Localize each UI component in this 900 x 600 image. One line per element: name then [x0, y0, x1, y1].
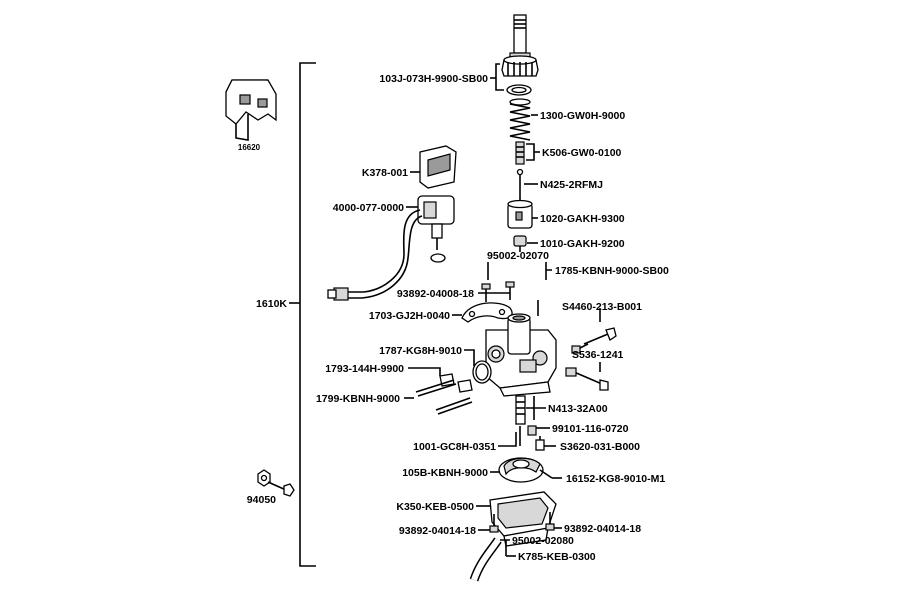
label-1785: 1785-KBNH-9000-SB00	[555, 265, 669, 277]
label-94050: 94050	[247, 494, 276, 506]
label-1001: 1001-GC8H-0351	[413, 441, 496, 453]
label-105B: 105B-KBNH-9000	[402, 467, 488, 479]
label-S3620: S3620-031-B000	[560, 441, 640, 453]
label-93892-04008: 93892-04008-18	[397, 288, 474, 300]
label-103J: 103J-073H-9900-SB00	[379, 73, 488, 85]
label-95002-02070: 95002-02070	[487, 250, 549, 262]
label-4000: 4000-077-0000	[333, 202, 404, 214]
label-N413: N413-32A00	[548, 403, 608, 415]
label-1799: 1799-KBNH-9000	[316, 393, 400, 405]
needle-seat-part-1010	[513, 235, 527, 252]
vent-tube-part-1785	[493, 260, 543, 316]
needle-jet-part-N413	[515, 395, 526, 425]
label-1020: 1020-GAKH-9300	[540, 213, 625, 225]
label-1610K: 1610K	[256, 298, 287, 310]
label-93892-04014-left: 93892-04014-18	[399, 525, 476, 537]
needle-tube-part	[509, 14, 531, 60]
label-N425: N425-2RFMJ	[540, 179, 603, 191]
o-ring-part	[430, 253, 446, 263]
leader-lines	[404, 63, 601, 557]
screws-part-93892-04014	[489, 512, 555, 533]
label-93892-04014-right: 93892-04014-18	[564, 523, 641, 535]
label-99101: 99101-116-0720	[552, 423, 629, 435]
screw-part-S4460	[571, 327, 617, 354]
label-1787: 1787-KG8H-9010	[379, 345, 462, 357]
main-jet-part-99101	[527, 425, 537, 436]
top-cap-part-103J	[501, 55, 539, 77]
auto-choke-part-4000	[327, 195, 455, 301]
label-K350: K350-KEB-0500	[396, 501, 474, 513]
label-1793: 1793-144H-9900	[325, 363, 404, 375]
assembly-bracket	[289, 62, 316, 567]
carburetor-body-part-1787	[485, 313, 557, 397]
float-bowl-part-K350	[489, 491, 557, 547]
label-K785: K785-KEB-0300	[518, 551, 596, 563]
stud-part-1799	[415, 379, 473, 415]
screw-part-S3620	[535, 436, 545, 451]
label-1010: 1010-GAKH-9200	[540, 238, 625, 250]
screw-part-S536	[565, 367, 609, 391]
washer-ring-part	[506, 84, 532, 96]
o-ring-large-part	[472, 360, 492, 384]
nut-part-94050	[257, 469, 295, 497]
label-1300: 1300-GW0H-9000	[540, 110, 625, 122]
label-S4460: S4460-213-B001	[562, 301, 642, 313]
spring-part-1300	[509, 98, 531, 141]
label-16152: 16152-KG8-9010-M1	[566, 473, 665, 485]
part-labels: 16620 94050 1610K 103J-073H-9900-SB00 13…	[238, 73, 669, 563]
needle-clip-part-K506	[515, 141, 525, 165]
jet-needle-part-N425	[516, 168, 524, 200]
float-pin-part-16152	[539, 469, 553, 479]
cover-part-16620	[225, 79, 277, 141]
label-K506: K506-GW0-0100	[542, 147, 622, 159]
drain-hose-part-K785	[469, 537, 502, 582]
choke-cap-part-K378	[419, 145, 457, 189]
screws-part-93892-04008	[481, 281, 515, 302]
label-95002-02080: 95002-02080	[512, 535, 574, 547]
plate-part-1703	[461, 302, 513, 323]
label-16620: 16620	[238, 143, 261, 152]
throttle-valve-part-1020	[507, 199, 533, 229]
float-part-105B	[498, 457, 544, 483]
label-K378: K378-001	[362, 167, 408, 179]
label-1703: 1703-GJ2H-0040	[369, 310, 450, 322]
label-S536: S536-1241	[572, 349, 624, 361]
